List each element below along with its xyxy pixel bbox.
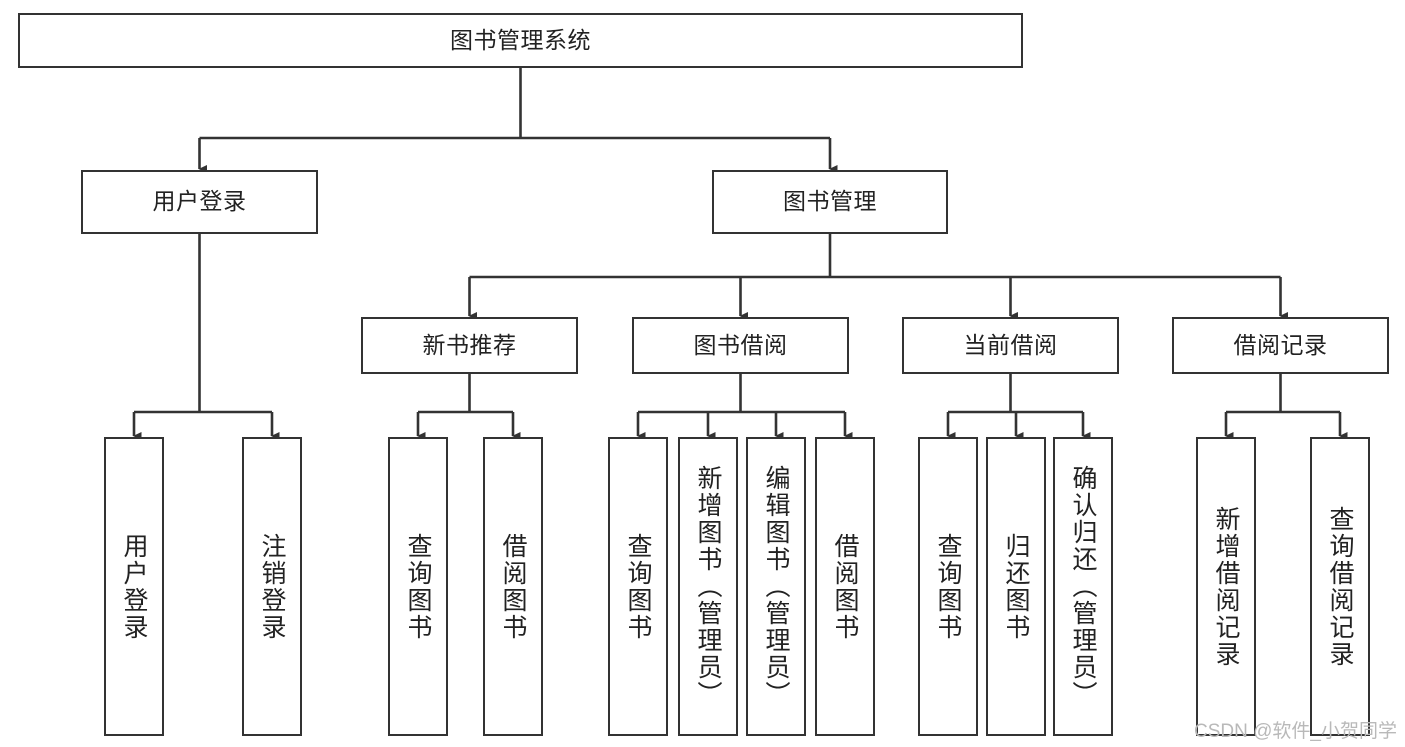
node-book-management[interactable]: 图书管理 bbox=[712, 170, 948, 234]
leaf-query-book-current-label: 查询图书 bbox=[934, 532, 962, 641]
node-current-borrow-label: 当前借阅 bbox=[963, 331, 1058, 358]
node-book-borrow[interactable]: 图书借阅 bbox=[632, 317, 849, 374]
node-new-book-recommend-label: 新书推荐 bbox=[422, 331, 517, 358]
leaf-confirm-return-admin[interactable]: 确认归还（管理员） bbox=[1053, 437, 1113, 736]
leaf-borrow-book-newbook-label: 借阅图书 bbox=[499, 532, 527, 641]
leaf-query-book-current[interactable]: 查询图书 bbox=[918, 437, 978, 736]
leaf-edit-book-admin-label: 编辑图书（管理员） bbox=[762, 465, 790, 708]
node-root[interactable]: 图书管理系统 bbox=[18, 13, 1023, 68]
node-borrow-records-label: 借阅记录 bbox=[1233, 331, 1328, 358]
leaf-add-borrow-record[interactable]: 新增借阅记录 bbox=[1196, 437, 1256, 736]
leaf-return-book[interactable]: 归还图书 bbox=[986, 437, 1046, 736]
leaf-borrow-book-newbook[interactable]: 借阅图书 bbox=[483, 437, 543, 736]
node-root-label: 图书管理系统 bbox=[450, 26, 591, 53]
leaf-add-book-admin-label: 新增图书（管理员） bbox=[694, 465, 722, 708]
leaf-return-book-label: 归还图书 bbox=[1002, 532, 1030, 641]
node-current-borrow[interactable]: 当前借阅 bbox=[902, 317, 1119, 374]
leaf-query-borrow-record[interactable]: 查询借阅记录 bbox=[1310, 437, 1370, 736]
node-book-management-label: 图书管理 bbox=[783, 188, 877, 215]
node-user-login-label: 用户登录 bbox=[152, 188, 247, 215]
leaf-query-borrow-record-label: 查询借阅记录 bbox=[1326, 505, 1354, 668]
leaf-add-borrow-record-label: 新增借阅记录 bbox=[1212, 505, 1240, 668]
leaf-query-book-borrow[interactable]: 查询图书 bbox=[608, 437, 668, 736]
leaf-add-book-admin[interactable]: 新增图书（管理员） bbox=[678, 437, 738, 736]
leaf-borrow-book[interactable]: 借阅图书 bbox=[815, 437, 875, 736]
leaf-confirm-return-admin-label: 确认归还（管理员） bbox=[1069, 465, 1097, 708]
leaf-edit-book-admin[interactable]: 编辑图书（管理员） bbox=[746, 437, 806, 736]
node-book-borrow-label: 图书借阅 bbox=[693, 331, 788, 358]
leaf-query-book-borrow-label: 查询图书 bbox=[624, 532, 652, 641]
node-new-book-recommend[interactable]: 新书推荐 bbox=[361, 317, 578, 374]
leaf-borrow-book-label: 借阅图书 bbox=[831, 532, 859, 641]
leaf-user-login[interactable]: 用户登录 bbox=[104, 437, 164, 736]
leaf-query-book-newbook-label: 查询图书 bbox=[404, 532, 432, 641]
node-user-login[interactable]: 用户登录 bbox=[81, 170, 318, 234]
leaf-logout[interactable]: 注销登录 bbox=[242, 437, 302, 736]
csdn-watermark: CSDN @软件_小贺同学 bbox=[1194, 721, 1397, 742]
leaf-user-login-label: 用户登录 bbox=[120, 532, 148, 641]
node-borrow-records[interactable]: 借阅记录 bbox=[1172, 317, 1389, 374]
leaf-logout-label: 注销登录 bbox=[258, 532, 286, 641]
leaf-query-book-newbook[interactable]: 查询图书 bbox=[388, 437, 448, 736]
